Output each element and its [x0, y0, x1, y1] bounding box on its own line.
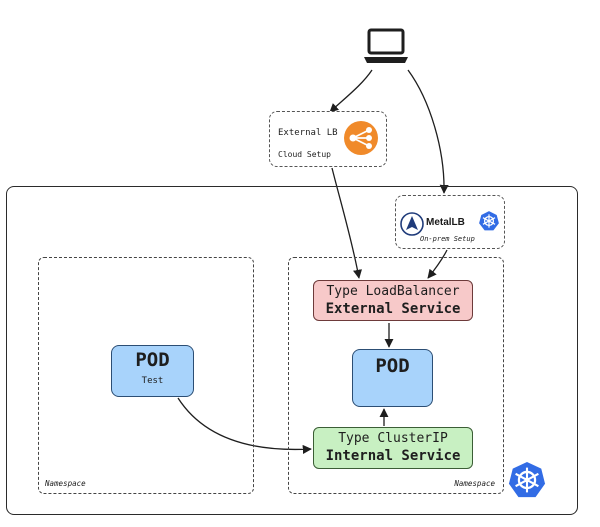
external-lb-box: External LB Cloud Setup	[269, 111, 387, 167]
loadbalancer-service-type: Type LoadBalancer	[326, 284, 460, 299]
namespace-right-label: Namespace	[454, 479, 495, 488]
namespace-left-label: Namespace	[45, 479, 86, 488]
pod-main-box: POD	[352, 349, 433, 407]
external-lb-label: External LB	[278, 128, 338, 138]
arrow-laptop-to-metallb	[407, 69, 449, 194]
pod-test-title: POD	[135, 349, 170, 371]
clusterip-service-name: Internal Service	[325, 448, 461, 464]
external-lb-sublabel: Cloud Setup	[278, 150, 331, 159]
namespace-right: Namespace	[288, 257, 504, 494]
pod-test-sublabel: Test	[141, 376, 164, 386]
metallb-name: MetalLB	[426, 217, 465, 228]
clusterip-service-box: Type ClusterIP Internal Service	[313, 427, 473, 469]
pod-test-box: POD Test	[111, 345, 194, 397]
namespace-left: Namespace	[38, 257, 254, 494]
kubernetes-icon	[478, 210, 500, 232]
kubernetes-cluster-boundary	[6, 186, 578, 515]
metallb-sublabel: On-prem Setup	[420, 235, 475, 243]
aws-elb-icon	[344, 121, 378, 155]
pod-main-title: POD	[375, 355, 410, 377]
loadbalancer-service-box: Type LoadBalancer External Service	[313, 280, 473, 321]
metallb-logo-icon	[400, 212, 424, 236]
metallb-box: MetalLB On-prem Setup	[395, 195, 505, 249]
loadbalancer-service-name: External Service	[325, 301, 461, 317]
kubernetes-icon	[508, 461, 546, 499]
laptop-icon	[362, 27, 410, 67]
clusterip-service-type: Type ClusterIP	[338, 431, 448, 446]
arrow-laptop-to-external-lb	[329, 69, 373, 113]
